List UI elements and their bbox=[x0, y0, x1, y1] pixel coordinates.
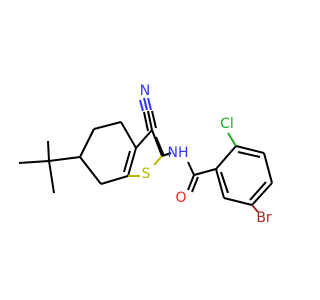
tert-butyl-group bbox=[18, 140, 81, 194]
bond bbox=[48, 156, 81, 162]
bond bbox=[187, 174, 195, 191]
bond bbox=[147, 97, 152, 111]
structure-diagram: N NH S O Cl Br bbox=[18, 83, 273, 226]
bond bbox=[227, 132, 237, 147]
bond bbox=[187, 161, 195, 176]
bond bbox=[215, 145, 237, 170]
bond bbox=[143, 97, 148, 111]
bond bbox=[48, 160, 55, 194]
bond bbox=[127, 147, 137, 177]
bond bbox=[100, 175, 129, 185]
bond bbox=[235, 145, 265, 154]
bond bbox=[93, 121, 122, 130]
amide-nh-label: NH bbox=[168, 145, 189, 161]
bond bbox=[139, 99, 144, 112]
bromine-label: Br bbox=[256, 210, 272, 226]
bond bbox=[153, 155, 163, 166]
thiophene-ring bbox=[123, 129, 165, 177]
bond bbox=[79, 156, 102, 185]
bond bbox=[18, 160, 50, 164]
bond bbox=[47, 140, 50, 162]
bond bbox=[220, 171, 229, 194]
nitrile-n-label: N bbox=[140, 83, 150, 99]
cyclohexene-ring bbox=[79, 121, 137, 185]
chlorine-label: Cl bbox=[220, 116, 234, 132]
bond bbox=[120, 121, 137, 149]
bond bbox=[147, 110, 153, 131]
bond bbox=[215, 168, 225, 199]
thiophene-s-label: S bbox=[142, 166, 151, 182]
amide-linkage bbox=[161, 152, 199, 193]
bond bbox=[161, 152, 172, 157]
bond bbox=[223, 197, 253, 206]
bond bbox=[151, 110, 157, 129]
bond bbox=[135, 129, 153, 149]
bond bbox=[251, 204, 259, 213]
bond bbox=[237, 151, 261, 158]
carbonyl-o-label: O bbox=[175, 190, 186, 206]
bond bbox=[191, 176, 199, 193]
benzene-ring bbox=[193, 132, 273, 213]
bond bbox=[79, 128, 95, 158]
bond bbox=[251, 182, 273, 206]
bond bbox=[263, 152, 273, 184]
nitrile-group bbox=[139, 97, 157, 132]
bond bbox=[193, 168, 217, 176]
bond bbox=[151, 129, 163, 157]
bond bbox=[249, 181, 267, 201]
bond bbox=[123, 150, 131, 173]
bond bbox=[155, 136, 165, 157]
bond bbox=[143, 111, 149, 132]
